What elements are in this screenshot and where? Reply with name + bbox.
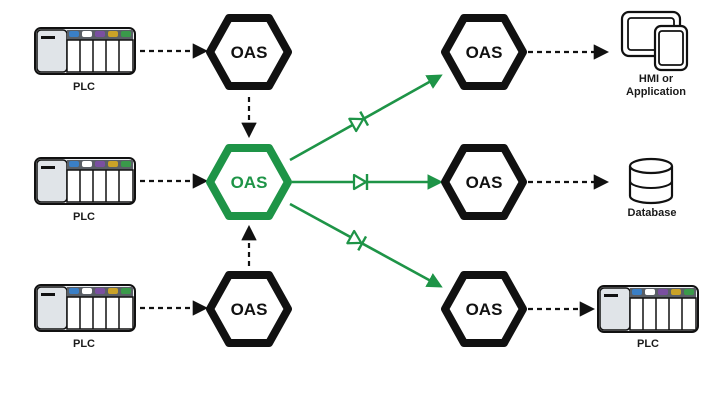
oas-node-bottom-right: OAS	[445, 275, 523, 343]
oas-node-middle-right: OAS	[445, 148, 523, 216]
database-target: Database	[628, 157, 677, 219]
oas-label: OAS	[231, 300, 268, 319]
database-label: Database	[628, 207, 677, 219]
plc-icon	[597, 285, 699, 333]
plc-label: PLC	[73, 211, 95, 223]
plc-icon	[34, 284, 136, 332]
diode-icon	[352, 172, 369, 192]
hmi-application-target: HMI or Application	[620, 10, 689, 98]
plc-source-top: PLC	[34, 27, 136, 93]
edge-center-to-oas-bottom-right	[289, 202, 443, 288]
plc-label: PLC	[637, 338, 659, 350]
oas-node-top-right: OAS	[445, 18, 523, 86]
plc-icon	[34, 157, 136, 205]
oas-label: OAS	[466, 173, 503, 192]
oas-node-top-left: OAS	[210, 18, 288, 86]
oas-label: OAS	[231, 43, 268, 62]
hmi-devices-icon	[620, 10, 689, 72]
oas-label: OAS	[231, 173, 268, 192]
plc-source-middle: PLC	[34, 157, 136, 223]
oas-label: OAS	[466, 43, 503, 62]
oas-label: OAS	[466, 300, 503, 319]
diode-icon	[347, 110, 370, 134]
plc-label: PLC	[73, 81, 95, 93]
plc-label: PLC	[73, 338, 95, 350]
plc-icon	[34, 27, 136, 75]
database-icon	[628, 157, 674, 205]
plc-target-right: PLC	[597, 285, 699, 350]
plc-source-bottom: PLC	[34, 284, 136, 350]
diode-icon	[345, 228, 368, 252]
hmi-label-line2: Application	[626, 86, 686, 98]
hmi-label-line1: HMI or	[639, 73, 674, 85]
oas-node-bottom-left: OAS	[210, 275, 288, 343]
oas-node-center: OAS	[210, 148, 288, 216]
